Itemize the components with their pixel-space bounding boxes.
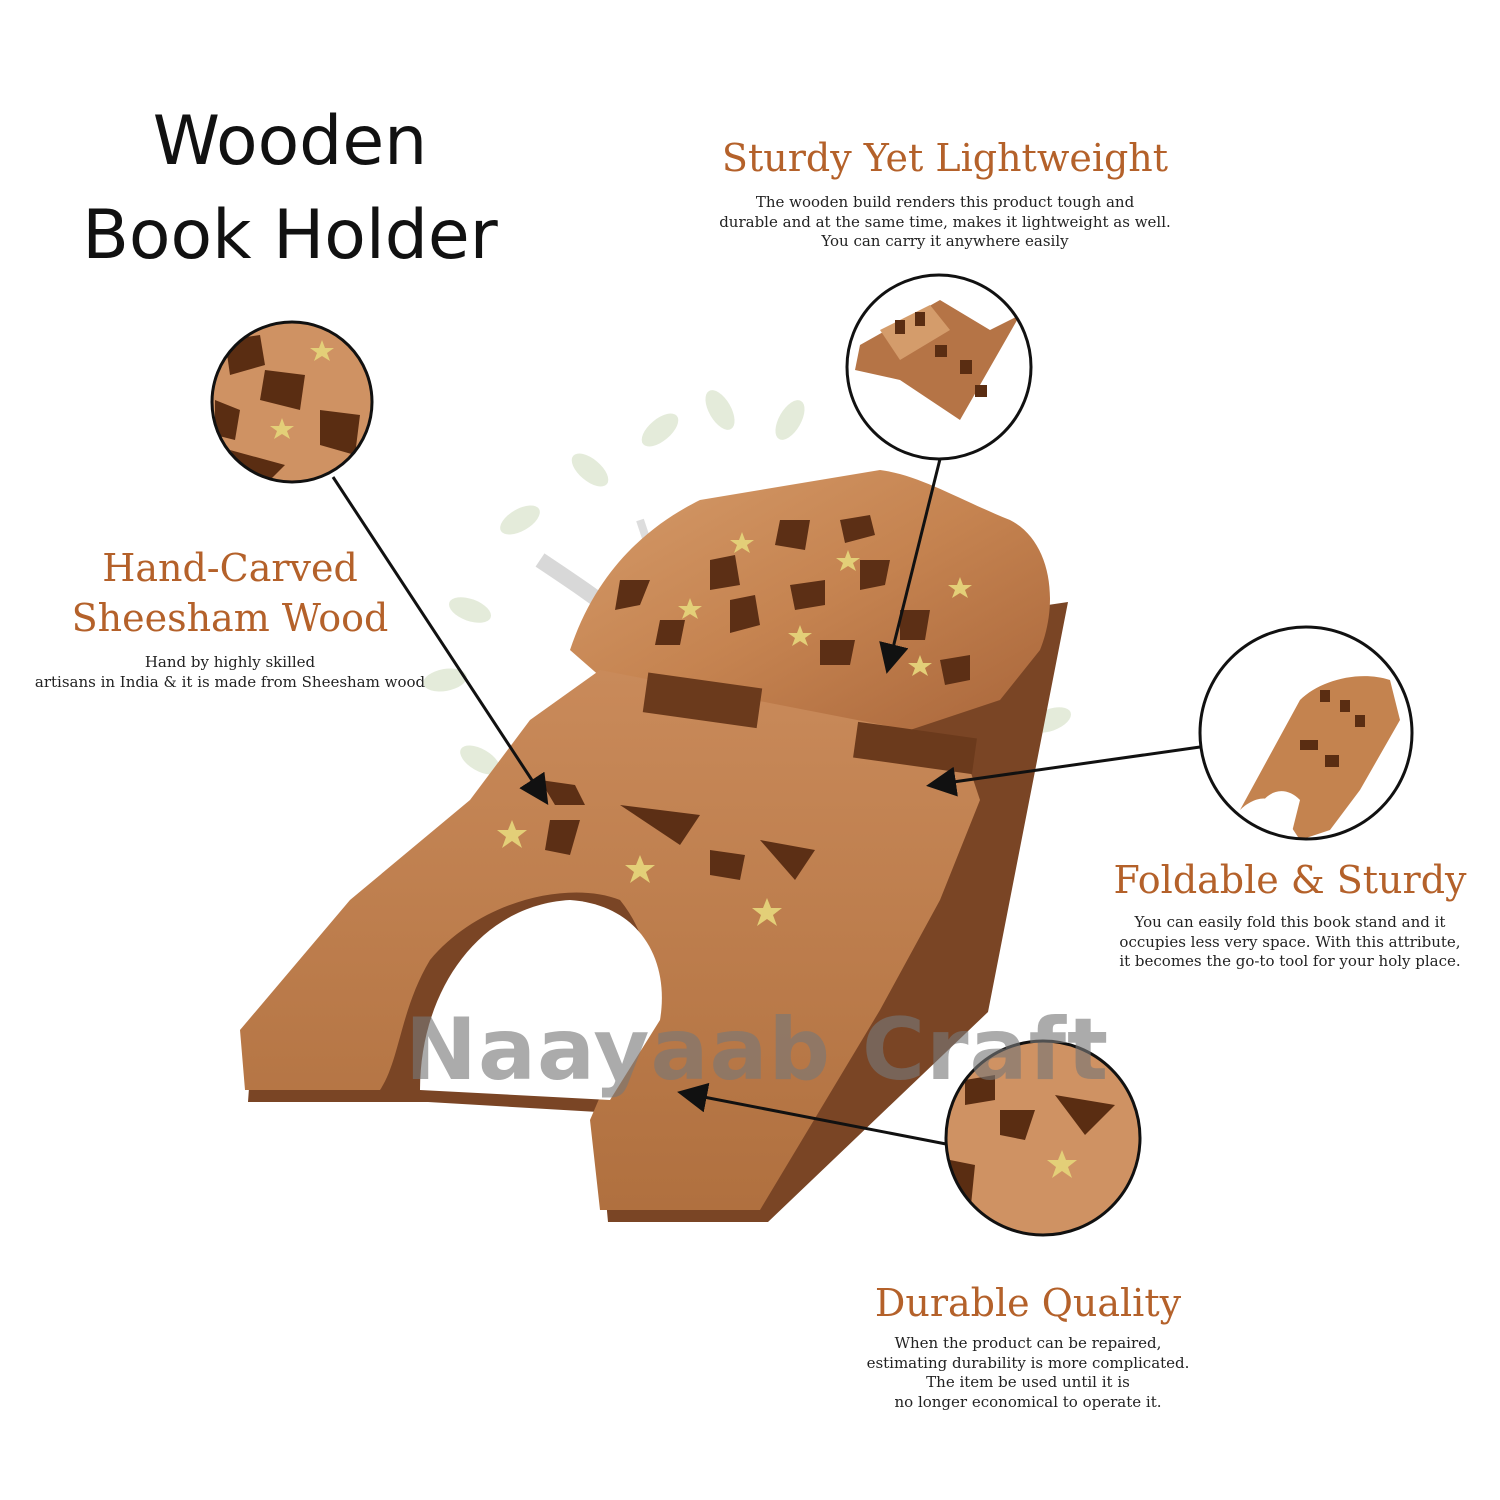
feature-foldable-description: You can easily fold this book stand and … xyxy=(1080,913,1500,972)
feature-hand-carved-description: Hand by highly skilled artisans in India… xyxy=(20,653,440,692)
description-line: The wooden build renders this product to… xyxy=(755,193,1135,211)
feature-durable: Durable Quality When the product can be … xyxy=(828,1278,1228,1412)
description-line: durable and at the same time, makes it l… xyxy=(719,212,1171,231)
description-line: Hand by highly skilled xyxy=(144,653,316,671)
feature-sturdy: Sturdy Yet Lightweight The wooden build … xyxy=(700,133,1190,252)
feature-sturdy-description: The wooden build renders this product to… xyxy=(700,193,1190,252)
description-line: When the product can be repaired, xyxy=(894,1334,1162,1352)
heading-line-2: Sheesham Wood xyxy=(71,596,389,640)
brand-watermark: Naayaab Craft xyxy=(405,1000,1110,1100)
wooden-stand xyxy=(240,470,1068,1222)
title-line-1: Wooden xyxy=(152,102,428,181)
feature-durable-heading: Durable Quality xyxy=(874,1281,1182,1325)
page-title: Wooden Book Holder xyxy=(40,95,540,283)
connector-arrows xyxy=(331,458,1201,1146)
feature-hand-carved: Hand-Carved Sheesham Wood Hand by highly… xyxy=(20,543,440,692)
description-line: estimating durability is more complicate… xyxy=(866,1353,1190,1372)
description-line: You can easily fold this book stand and … xyxy=(1134,913,1446,931)
feature-hand-carved-heading: Hand-Carved Sheesham Wood xyxy=(20,543,440,643)
description-line: it becomes the go-to tool for your holy … xyxy=(1119,952,1461,970)
description-line: occupies less very space. With this attr… xyxy=(1119,932,1461,951)
description-line: artisans in India & it is made from Shee… xyxy=(34,672,426,691)
callout-circle-open-stand xyxy=(847,275,1031,459)
description-line: You can carry it anywhere easily xyxy=(821,232,1069,250)
feature-durable-description: When the product can be repaired, estima… xyxy=(828,1334,1228,1412)
title-line-2: Book Holder xyxy=(82,196,498,275)
feature-sturdy-heading: Sturdy Yet Lightweight xyxy=(721,136,1169,180)
callout-circle-carving xyxy=(212,322,372,482)
heading-line-1: Hand-Carved xyxy=(102,546,358,590)
description-line: The item be used until it is xyxy=(926,1373,1130,1391)
description-line: no longer economical to operate it. xyxy=(894,1392,1162,1411)
feature-foldable: Foldable & Sturdy You can easily fold th… xyxy=(1080,855,1500,972)
callout-circle-folded xyxy=(1200,627,1412,839)
feature-foldable-heading: Foldable & Sturdy xyxy=(1113,858,1467,902)
callout-circle-durable xyxy=(946,1041,1140,1235)
